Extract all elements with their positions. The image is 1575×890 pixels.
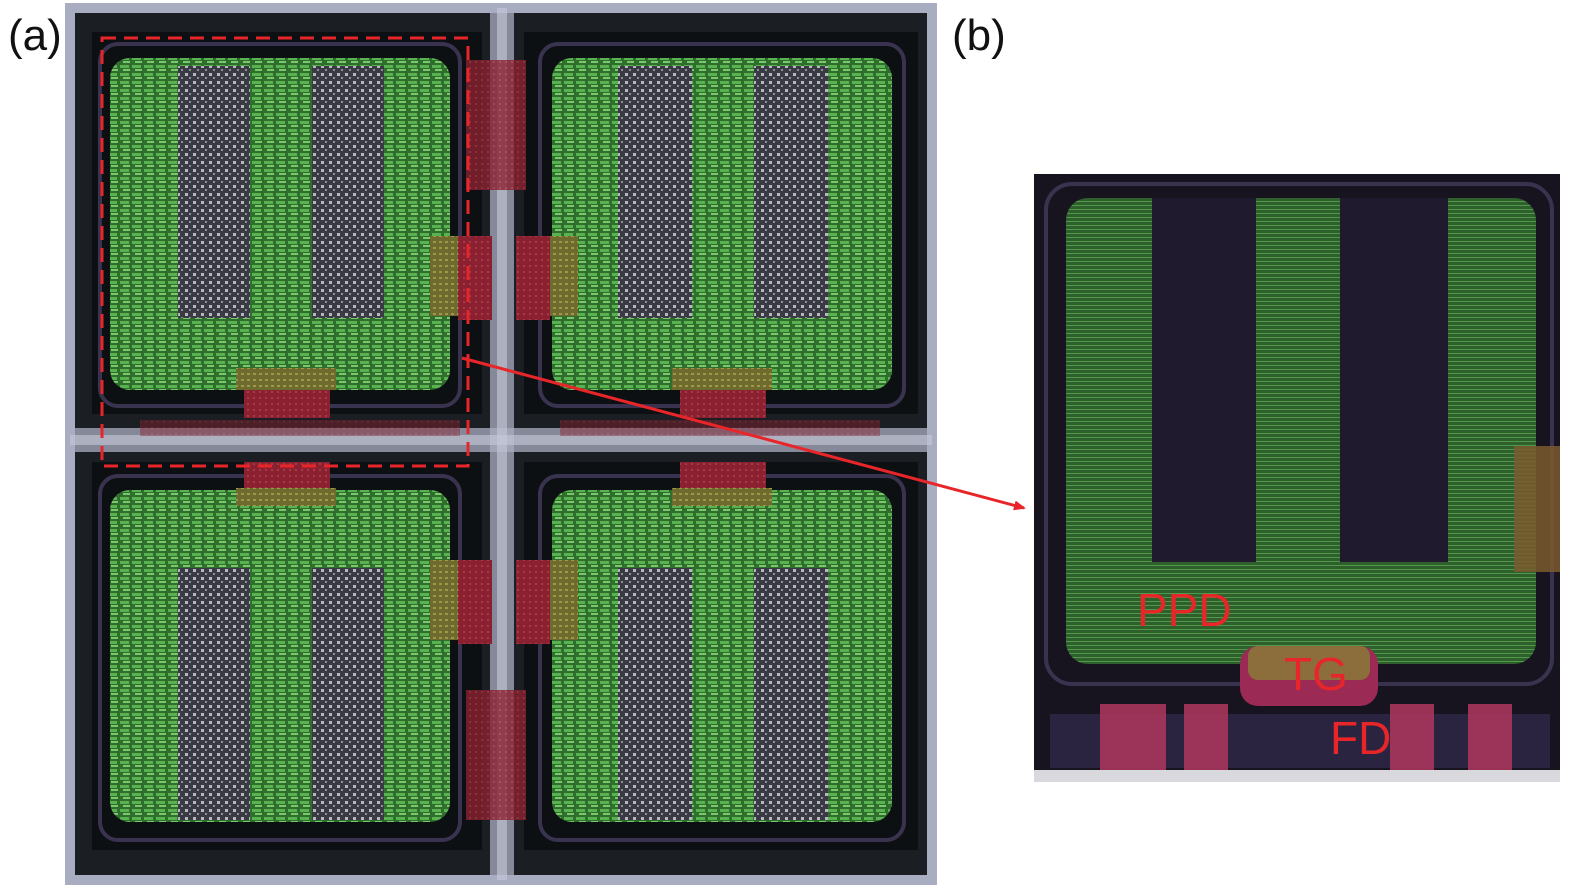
photodiode (552, 490, 892, 822)
side-gate (430, 560, 458, 640)
pinning-strip (754, 568, 828, 820)
side-gate (550, 236, 578, 316)
photodiode (110, 490, 450, 822)
shared-readout (140, 60, 880, 820)
panel-a-layout (65, 3, 937, 885)
readout-transistor (466, 690, 526, 820)
pinning-strip (178, 568, 250, 820)
panel-label-a: (a) (8, 11, 62, 60)
pinning-strip (754, 66, 828, 318)
pixel-bottom-left (92, 462, 482, 850)
floating-diffusion (458, 560, 492, 644)
selection-box (100, 36, 470, 468)
photodiode (552, 58, 892, 390)
side-gate (550, 560, 578, 640)
zoom-contact (1184, 704, 1228, 770)
zoom-contact (1390, 704, 1434, 770)
metal-row (140, 420, 460, 436)
pinning-strip (312, 568, 384, 820)
pinning-strip (618, 66, 692, 318)
transfer-gate-overlap (672, 368, 772, 390)
floating-diffusion (516, 236, 550, 320)
transfer-gate (680, 388, 766, 418)
pixel-top-left (92, 32, 482, 418)
pinning-strip (178, 66, 250, 318)
transfer-gate-overlap (672, 488, 772, 506)
zoom-side-gate (1514, 446, 1560, 572)
floating-diffusion (516, 560, 550, 644)
transfer-gate (244, 388, 330, 418)
horizontal-grid-core (70, 435, 932, 445)
label-ppd: PPD (1137, 584, 1232, 636)
zoom-contact (1468, 704, 1512, 770)
label-fd: FD (1330, 712, 1391, 764)
pixel-bottom-right (524, 462, 918, 850)
label-tg: TG (1284, 648, 1348, 700)
zoom-tg-overlap (1248, 646, 1370, 680)
pinning-strip (312, 66, 384, 318)
panel-label-b: (b) (952, 11, 1006, 60)
zoom-arrow (461, 356, 1026, 511)
pinning-strip (618, 568, 692, 820)
zoom-pinning-strip (1340, 198, 1448, 562)
transfer-gate (680, 462, 766, 492)
readout-transistor (466, 60, 526, 190)
transfer-gate-overlap (236, 368, 336, 390)
panel-b-zoom: PPD TG FD (1034, 174, 1560, 782)
transfer-gate-overlap (236, 488, 336, 506)
floating-diffusion (458, 236, 492, 320)
zoom-pinning-strip (1152, 198, 1256, 562)
side-gate (430, 236, 458, 316)
photodiode (110, 58, 450, 390)
pixel-top-right (524, 32, 918, 418)
zoom-contact (1100, 704, 1166, 770)
